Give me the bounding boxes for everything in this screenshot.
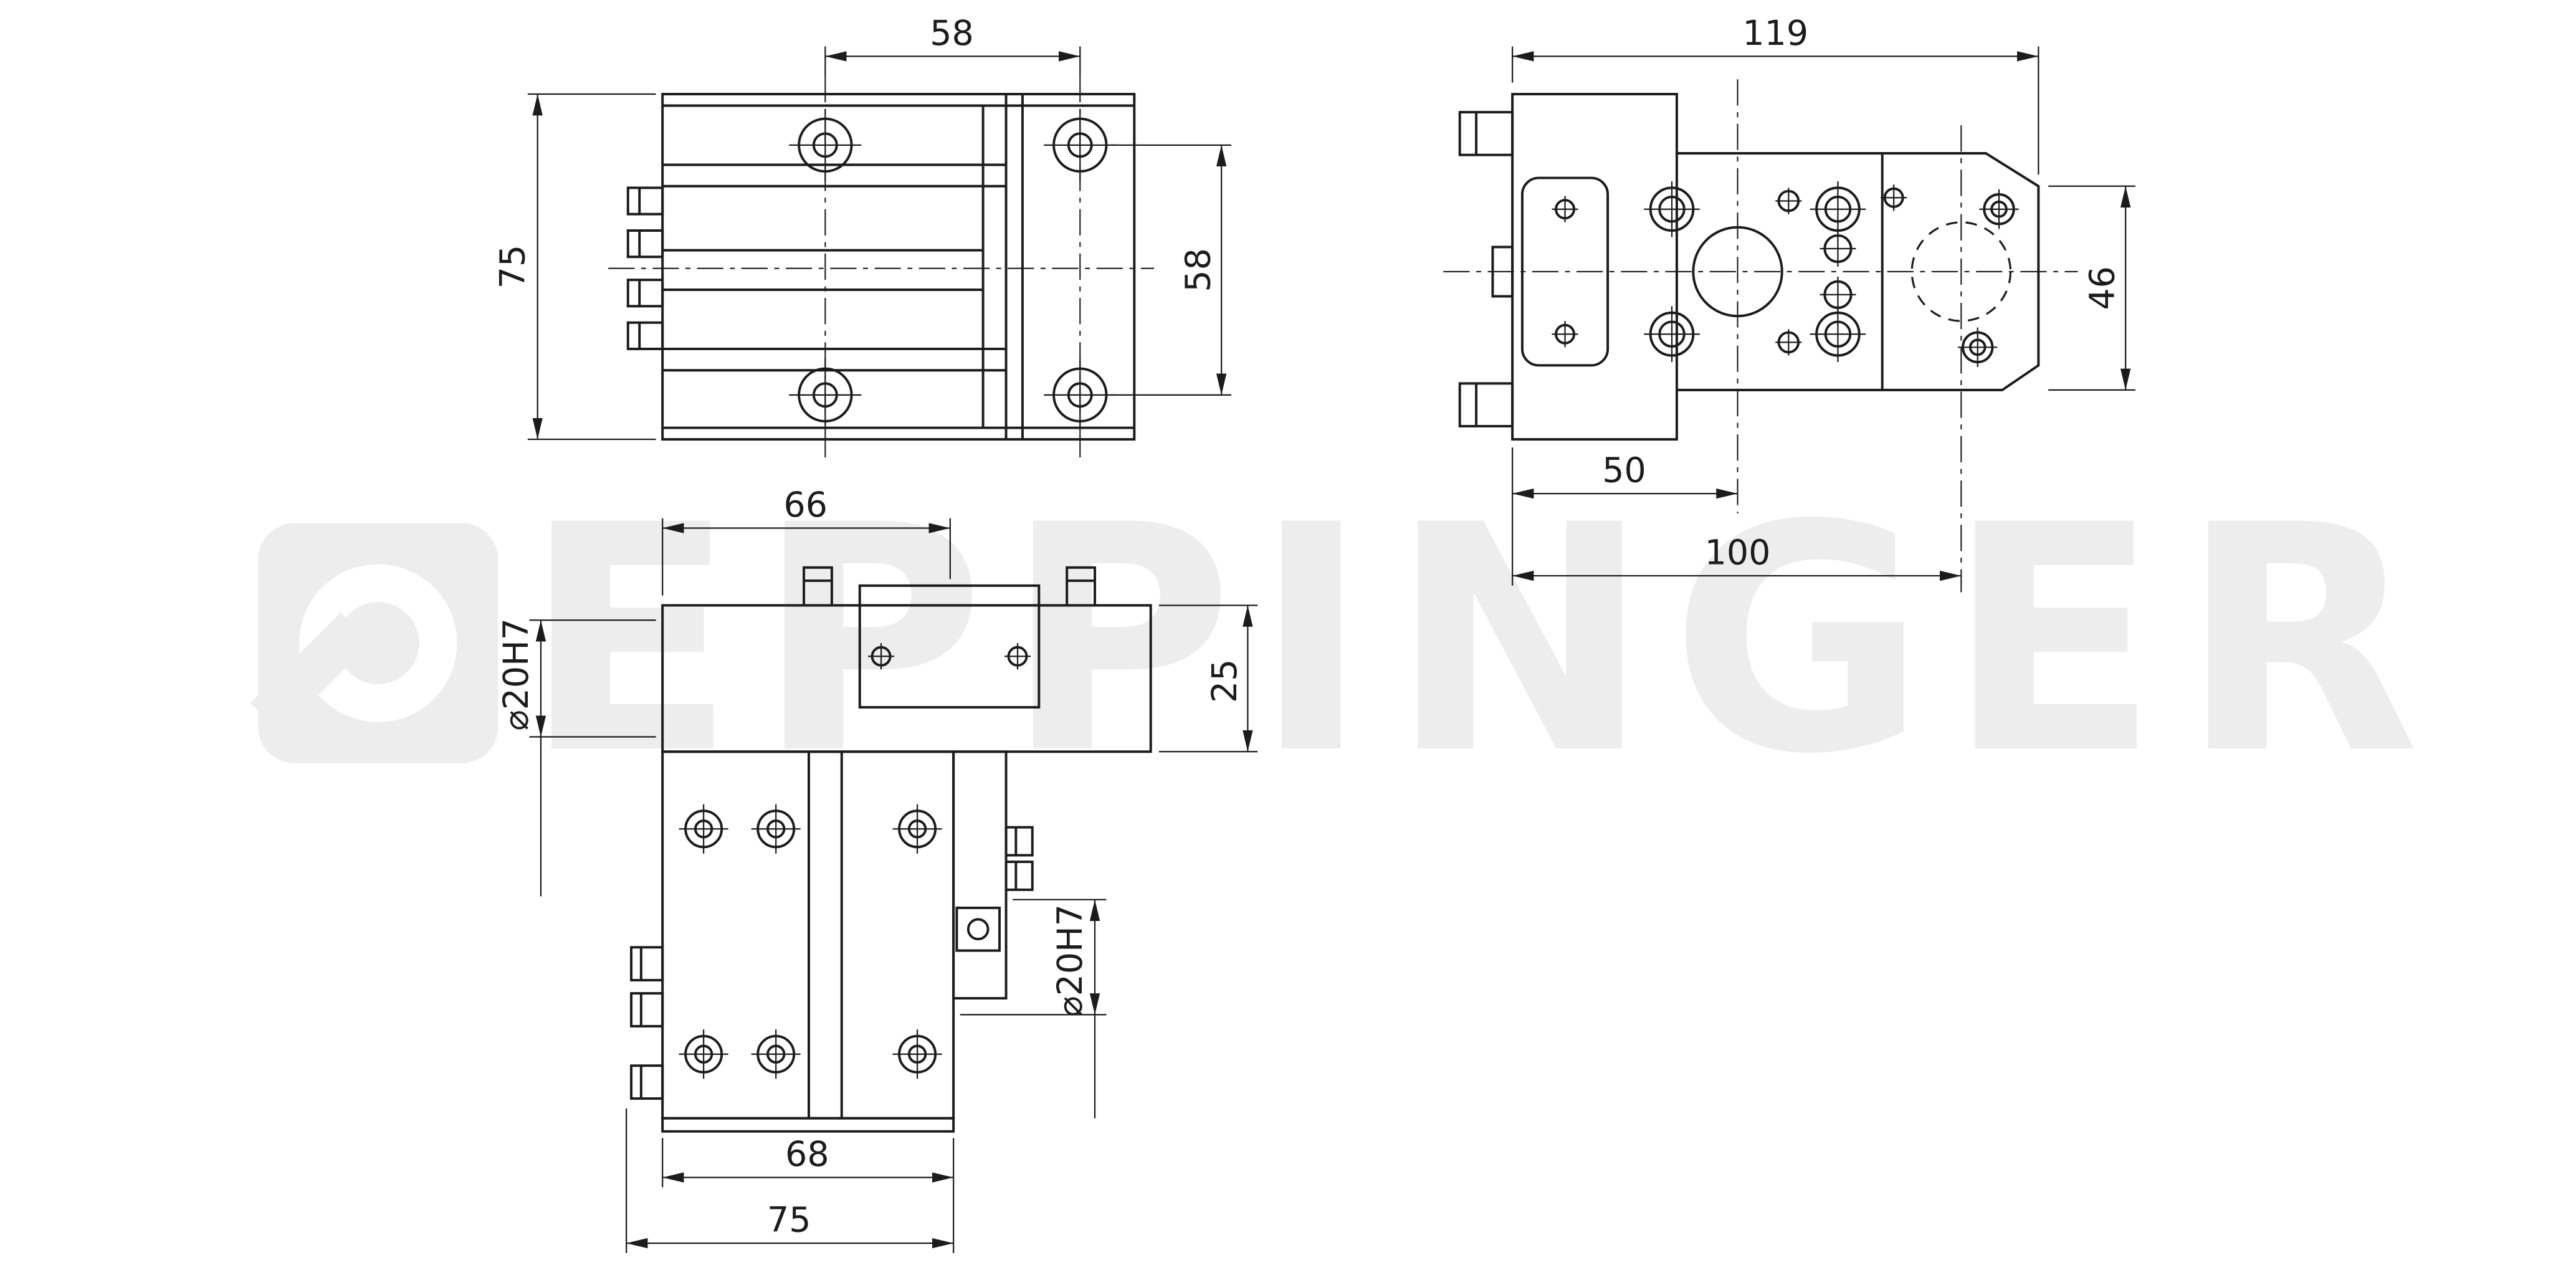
socket-screw xyxy=(751,804,801,854)
dimension-text: 66 xyxy=(783,485,827,525)
eppinger-logo-icon xyxy=(250,523,499,763)
socket-screw xyxy=(679,1029,728,1079)
view-front: 66 25 ⌀20H7 ⌀20H7 68 xyxy=(497,485,1258,1253)
dimension-text: 100 xyxy=(1705,533,1771,573)
top-view-body xyxy=(661,93,1136,441)
view-side: 119 46 50 100 xyxy=(1443,14,2135,593)
mounting-hole xyxy=(789,358,862,431)
dimension-text: 50 xyxy=(1602,451,1646,491)
dimension-center-offset: 50 xyxy=(1511,447,1738,586)
dimension-text: 58 xyxy=(1179,248,1219,292)
spindle-bore xyxy=(1692,226,1783,318)
top-view-side-bolts xyxy=(626,186,664,350)
dimension-hole-pitch-y: 58 xyxy=(1111,144,1231,396)
dimension-bore-upper: ⌀20H7 xyxy=(497,618,656,897)
front-view-top-plate xyxy=(661,566,1152,753)
socket-screw xyxy=(892,1029,942,1079)
dimension-text: 75 xyxy=(494,245,533,289)
dimension-text: ⌀20H7 xyxy=(1051,904,1090,1017)
dimension-bore-lower: ⌀20H7 xyxy=(960,899,1107,1119)
dimension-text: 75 xyxy=(767,1201,811,1241)
dimension-body-width: 68 xyxy=(662,1135,955,1253)
dimension-text: 58 xyxy=(930,14,973,54)
watermark: EPPINGER xyxy=(250,459,2440,823)
side-view-base-plate xyxy=(1458,93,1700,441)
socket-screw xyxy=(1644,306,1700,363)
socket-screw xyxy=(1958,327,1998,367)
dimension-text: 119 xyxy=(1742,14,1808,54)
dimension-overall-width: 119 xyxy=(1511,14,2039,175)
dimension-text: 46 xyxy=(2083,266,2123,310)
mounting-hole xyxy=(789,108,862,181)
dimension-hole-pitch-x: 58 xyxy=(824,14,1081,77)
hidden-bore-circle xyxy=(1911,221,2012,322)
dimension-plate-height: 25 xyxy=(1158,604,1258,753)
mounting-hole xyxy=(1044,108,1117,181)
dimension-block-position: 66 xyxy=(662,485,951,596)
socket-screw xyxy=(679,804,728,854)
dimension-body-height: 75 xyxy=(494,93,656,441)
side-view-tool-head xyxy=(1881,152,2040,391)
dimension-text: ⌀20H7 xyxy=(497,618,537,731)
mounting-hole xyxy=(1044,358,1117,431)
dimension-overall-width: 75 xyxy=(626,1108,954,1253)
socket-screw xyxy=(1979,189,2019,229)
dimension-text: 25 xyxy=(1205,659,1245,703)
side-view-housing xyxy=(1676,152,1882,391)
socket-screw xyxy=(751,1029,801,1079)
front-view-screws xyxy=(679,804,942,1079)
view-top: 58 75 58 xyxy=(494,14,1231,461)
watermark-text: EPPINGER xyxy=(523,459,2440,823)
dimension-head-height: 46 xyxy=(2048,185,2135,391)
front-view-body xyxy=(630,750,1034,1133)
socket-screw xyxy=(892,804,942,854)
dimension-text: 68 xyxy=(785,1135,829,1175)
screw-column xyxy=(1810,181,1866,363)
socket-screw xyxy=(1644,181,1700,237)
dimension-bore-offset: 100 xyxy=(1512,533,1962,581)
